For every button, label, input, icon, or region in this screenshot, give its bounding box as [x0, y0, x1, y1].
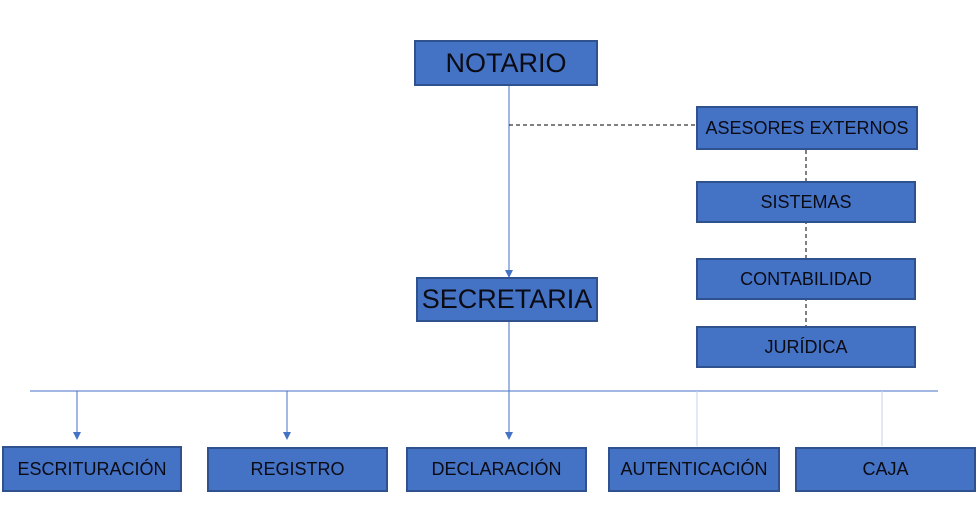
declaracion-box: DECLARACIÓN: [406, 447, 587, 492]
sistemas-box: SISTEMAS: [696, 181, 916, 223]
juridica-label: JURÍDICA: [764, 336, 848, 357]
escrituracion-box: ESCRITURACIÓN: [2, 446, 182, 492]
secretaria-box: SECRETARIA: [416, 277, 598, 322]
caja-box: CAJA: [795, 447, 976, 492]
autenticacion-box: AUTENTICACIÓN: [608, 447, 780, 492]
caja-label: CAJA: [862, 459, 909, 479]
registro-label: REGISTRO: [250, 459, 345, 479]
juridica-box: JURÍDICA: [696, 326, 916, 368]
autenticacion-label: AUTENTICACIÓN: [620, 459, 768, 479]
declaracion-label: DECLARACIÓN: [431, 459, 562, 479]
notario-box: NOTARIO: [414, 40, 598, 86]
registro-box: REGISTRO: [207, 447, 388, 492]
asesores-externos-label: ASESORES EXTERNOS: [705, 117, 909, 138]
escrituracion-label: ESCRITURACIÓN: [17, 458, 167, 479]
secretaria-label: SECRETARIA: [421, 284, 593, 314]
notario-label: NOTARIO: [445, 47, 567, 78]
contabilidad-box: CONTABILIDAD: [696, 258, 916, 300]
contabilidad-label: CONTABILIDAD: [740, 268, 872, 289]
sistemas-label: SISTEMAS: [760, 191, 852, 212]
asesores-externos-box: ASESORES EXTERNOS: [696, 106, 918, 150]
